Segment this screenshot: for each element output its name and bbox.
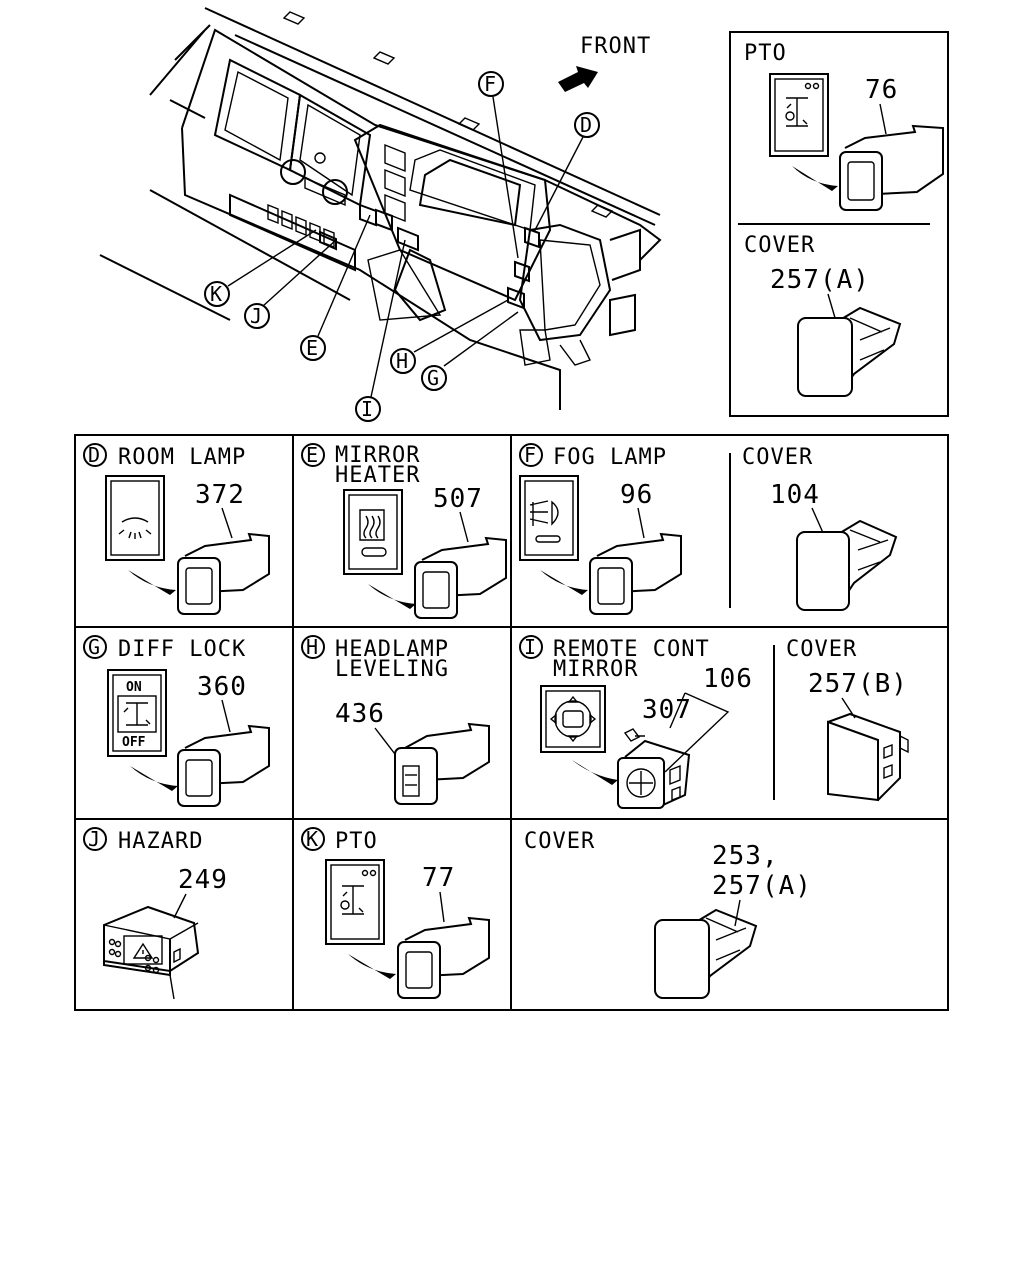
front-direction-arrow: FRONT xyxy=(558,34,651,92)
cell-headlamp-leveling: H HEADLAMP LEVELING 436 xyxy=(301,635,490,805)
svg-text:G: G xyxy=(427,366,439,390)
cell-pto: K PTO 77 xyxy=(301,827,490,999)
cover-part-1: 253, xyxy=(712,841,779,871)
hazard-title: HAZARD xyxy=(118,829,203,854)
diff-lock-title: DIFF LOCK xyxy=(118,637,246,662)
svg-text:E: E xyxy=(306,336,318,360)
remote-cover-title: COVER xyxy=(786,637,857,662)
pto-inset-part: 76 xyxy=(865,75,898,105)
callout-leaders xyxy=(227,96,584,398)
callout-f: F xyxy=(478,71,504,97)
svg-text:K: K xyxy=(210,282,222,306)
room-lamp-letter: D xyxy=(88,443,100,467)
diff-lock-on: ON xyxy=(126,680,142,695)
cell-remote-cover: COVER 257(B) xyxy=(786,637,909,802)
pto-title: PTO xyxy=(335,829,378,854)
mirror-heater-title-2: HEATER xyxy=(335,463,420,488)
cell-fog-lamp: F FOG LAMP 96 xyxy=(519,443,682,615)
pto-inset-cover-title: COVER xyxy=(744,233,815,258)
pto-letter: K xyxy=(306,827,318,851)
svg-text:J: J xyxy=(250,304,262,328)
headlamp-part: 436 xyxy=(335,699,385,729)
hazard-letter: J xyxy=(88,827,100,851)
front-label: FRONT xyxy=(580,34,651,59)
svg-text:D: D xyxy=(580,113,592,137)
callout-j: J xyxy=(244,303,270,329)
pto-inset-box: PTO 76 COVER 257(A) xyxy=(729,31,949,417)
remote-mirror-part-a: 106 xyxy=(703,664,753,694)
callout-k: K xyxy=(204,281,230,307)
cell-room-lamp: D ROOM LAMP 372 xyxy=(83,443,270,615)
headlamp-title-1: HEADLAMP xyxy=(335,637,449,662)
diff-lock-off: OFF xyxy=(122,735,146,750)
svg-text:H: H xyxy=(396,349,408,373)
room-lamp-part: 372 xyxy=(195,480,245,510)
pto-inset-title: PTO xyxy=(744,41,787,66)
fog-lamp-part: 96 xyxy=(620,480,653,510)
callout-g: G xyxy=(421,365,447,391)
cover-title: COVER xyxy=(524,829,595,854)
mirror-heater-title-1: MIRROR xyxy=(335,443,420,468)
dashboard-illustration xyxy=(99,7,662,410)
fog-cover-part: 104 xyxy=(770,480,820,510)
room-lamp-title: ROOM LAMP xyxy=(118,445,246,470)
fog-cover-title: COVER xyxy=(742,445,813,470)
diff-lock-letter: G xyxy=(88,635,100,659)
remote-mirror-title-1: REMOTE CONT xyxy=(553,637,710,662)
remote-mirror-letter: I xyxy=(524,635,536,659)
headlamp-title-2: LEVELING xyxy=(335,657,449,682)
remote-mirror-title-2: MIRROR xyxy=(553,657,638,682)
svg-text:I: I xyxy=(361,397,373,421)
hazard-part: 249 xyxy=(178,865,228,895)
svg-text:F: F xyxy=(484,72,496,96)
callout-d: D xyxy=(574,112,600,138)
cell-mirror-heater: E MIRROR HEATER 507 xyxy=(301,443,507,619)
mirror-heater-letter: E xyxy=(306,443,318,467)
mirror-heater-part: 507 xyxy=(433,484,483,514)
headlamp-letter: H xyxy=(306,635,318,659)
cell-cover: COVER 253, 257(A) xyxy=(524,829,812,999)
pto-part: 77 xyxy=(422,863,455,893)
fog-lamp-letter: F xyxy=(524,443,536,467)
callout-h: H xyxy=(390,348,416,374)
cell-hazard: J HAZARD 249 xyxy=(83,827,228,1000)
fog-lamp-title: FOG LAMP xyxy=(553,445,667,470)
cover-part-2: 257(A) xyxy=(712,871,812,901)
cell-fog-cover: COVER 104 xyxy=(742,445,898,611)
callout-i: I xyxy=(355,396,381,422)
cell-diff-lock: G DIFF LOCK 360 ON OFF xyxy=(83,635,270,807)
callout-e: E xyxy=(300,335,326,361)
switch-grid xyxy=(74,434,949,1011)
remote-mirror-part-b: 307 xyxy=(642,695,692,725)
diff-lock-part: 360 xyxy=(197,672,247,702)
remote-cover-part: 257(B) xyxy=(808,669,908,699)
pto-inset-cover-part: 257(A) xyxy=(770,265,870,295)
cell-remote-mirror: I REMOTE CONT MIRROR 106 307 xyxy=(519,635,753,809)
